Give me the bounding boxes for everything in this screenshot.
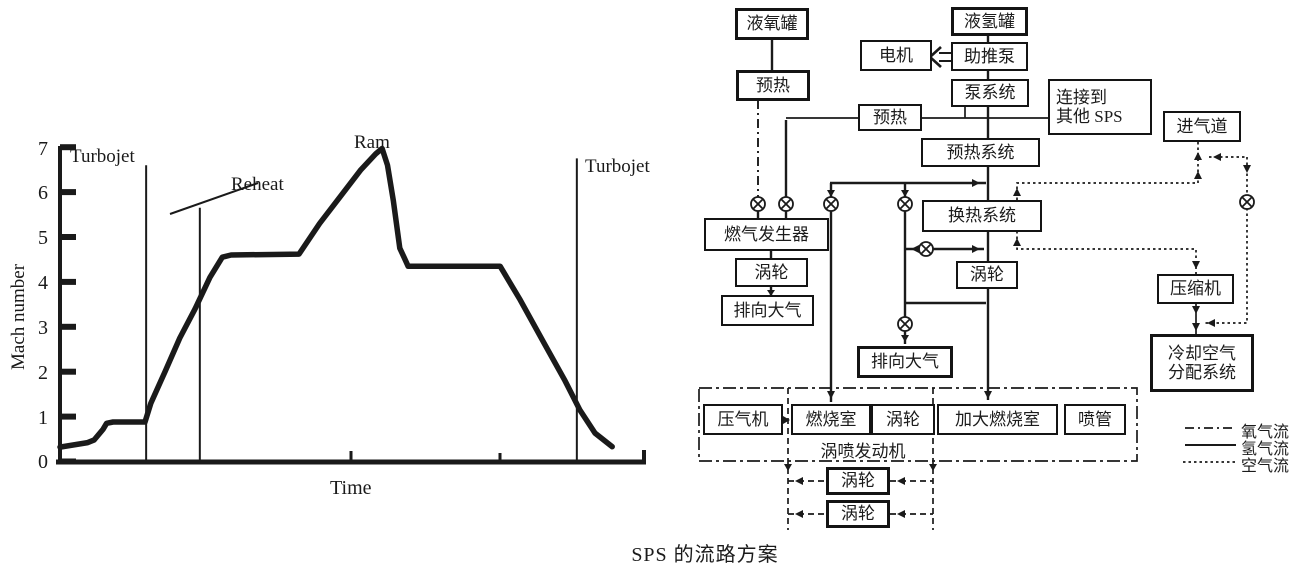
- legend-hydrogen-label: 氢气流: [1241, 441, 1290, 458]
- node-inlet-label: 进气道: [1176, 116, 1228, 136]
- node-motor-label: 电机: [879, 45, 913, 65]
- node-preheat-left-label: 预热: [756, 75, 790, 95]
- x-ticks: [349, 451, 502, 462]
- node-turbine-h2-label: 涡轮: [970, 265, 1004, 285]
- node-pump-system-label: 泵系统: [964, 83, 1016, 103]
- x-axis-label: Time: [330, 477, 372, 499]
- node-motor: 电机: [860, 40, 932, 71]
- node-turbine-ox: 涡轮: [735, 258, 808, 287]
- node-exhaust-ox: 排向大气: [721, 295, 814, 326]
- turbojet-engine-label: 涡喷发动机: [820, 442, 906, 461]
- node-compressor-air: 压缩机: [1157, 274, 1234, 304]
- node-afterburner: 加大燃烧室: [937, 404, 1058, 435]
- node-engine-turbine: 涡轮: [871, 404, 935, 435]
- ytick-1: 1: [38, 407, 48, 429]
- figure-caption: SPS 的流路方案: [631, 544, 779, 566]
- node-cooling-air-line2: 分配系统: [1168, 363, 1236, 382]
- label-reheat: Reheat: [231, 174, 284, 195]
- node-lh2-tank-label: 液氢罐: [964, 11, 1015, 31]
- node-nozzle-label: 喷管: [1078, 409, 1112, 429]
- node-cooling-air-distribution: 冷却空气 分配系统: [1150, 334, 1254, 392]
- ytick-0: 0: [38, 451, 48, 473]
- node-preheat-mid-label: 预热: [873, 107, 907, 127]
- reheat-pointer-line: [169, 182, 259, 215]
- ytick-3: 3: [38, 317, 48, 339]
- node-boost-pump-label: 助推泵: [964, 46, 1015, 66]
- ytick-5: 5: [38, 227, 48, 249]
- node-engine-compressor-label: 压气机: [717, 409, 769, 429]
- node-turbine-h2: 涡轮: [956, 261, 1018, 289]
- valve-icons: [750, 194, 1255, 332]
- node-combustor: 燃烧室: [791, 404, 871, 435]
- node-gas-generator: 燃气发生器: [704, 218, 829, 251]
- node-exhaust-h2-label: 排向大气: [871, 352, 939, 372]
- node-gas-generator-label: 燃气发生器: [724, 224, 809, 244]
- node-connect-other-sps-line1: 连接到: [1056, 87, 1107, 107]
- node-lox-tank-label: 液氧罐: [746, 14, 798, 34]
- mach-profile-curve: [57, 145, 615, 450]
- ytick-7: 7: [38, 138, 48, 160]
- node-pump-system: 泵系统: [951, 79, 1029, 107]
- node-nozzle: 喷管: [1064, 404, 1126, 435]
- node-connect-other-sps: 连接到 其他 SPS: [1048, 79, 1152, 135]
- node-afterburner-label: 加大燃烧室: [955, 409, 1040, 429]
- node-heat-exchange-system: 换热系统: [922, 200, 1042, 232]
- node-turbine-bottom1: 涡轮: [826, 467, 890, 495]
- mach-time-chart: 0 1 2 3 4 5 6 7 Turbojet Reheat Ram Turb…: [8, 132, 650, 499]
- label-turbojet-left: Turbojet: [70, 146, 135, 167]
- node-cooling-air-line1: 冷却空气: [1168, 343, 1236, 363]
- node-inlet: 进气道: [1163, 111, 1241, 142]
- node-turbine-ox-label: 涡轮: [754, 262, 789, 282]
- node-preheat-left: 预热: [736, 70, 810, 101]
- y-ticks: [60, 144, 76, 465]
- node-lh2-tank: 液氢罐: [951, 7, 1028, 36]
- ytick-2: 2: [38, 362, 48, 384]
- node-turbine-bottom2-label: 涡轮: [841, 504, 875, 524]
- node-preheat-system-label: 预热系统: [946, 142, 1015, 162]
- node-preheat-mid: 预热: [858, 104, 922, 131]
- node-turbine-bottom2: 涡轮: [826, 500, 890, 528]
- node-boost-pump: 助推泵: [951, 42, 1028, 71]
- label-turbojet-right: Turbojet: [585, 156, 650, 177]
- node-lox-tank: 液氧罐: [735, 8, 809, 40]
- ytick-6: 6: [38, 182, 48, 204]
- node-exhaust-h2: 排向大气: [857, 346, 953, 378]
- node-exhaust-ox-label: 排向大气: [733, 300, 802, 320]
- node-combustor-label: 燃烧室: [805, 409, 857, 429]
- flow-arrowheads: [767, 152, 1251, 518]
- node-engine-turbine-label: 涡轮: [886, 409, 920, 429]
- node-preheat-system: 预热系统: [921, 138, 1040, 167]
- node-engine-compressor: 压气机: [703, 404, 783, 435]
- ytick-4: 4: [38, 272, 48, 294]
- node-turbine-bottom1-label: 涡轮: [841, 471, 875, 491]
- legend-oxygen-label: 氧气流: [1241, 424, 1290, 441]
- y-axis-label: Mach number: [8, 263, 29, 370]
- node-connect-other-sps-line2: 其他 SPS: [1056, 107, 1123, 126]
- node-heat-exchange-system-label: 换热系统: [948, 206, 1016, 226]
- node-compressor-air-label: 压缩机: [1170, 279, 1221, 299]
- label-ram: Ram: [354, 132, 390, 153]
- legend-air-label: 空气流: [1241, 458, 1290, 475]
